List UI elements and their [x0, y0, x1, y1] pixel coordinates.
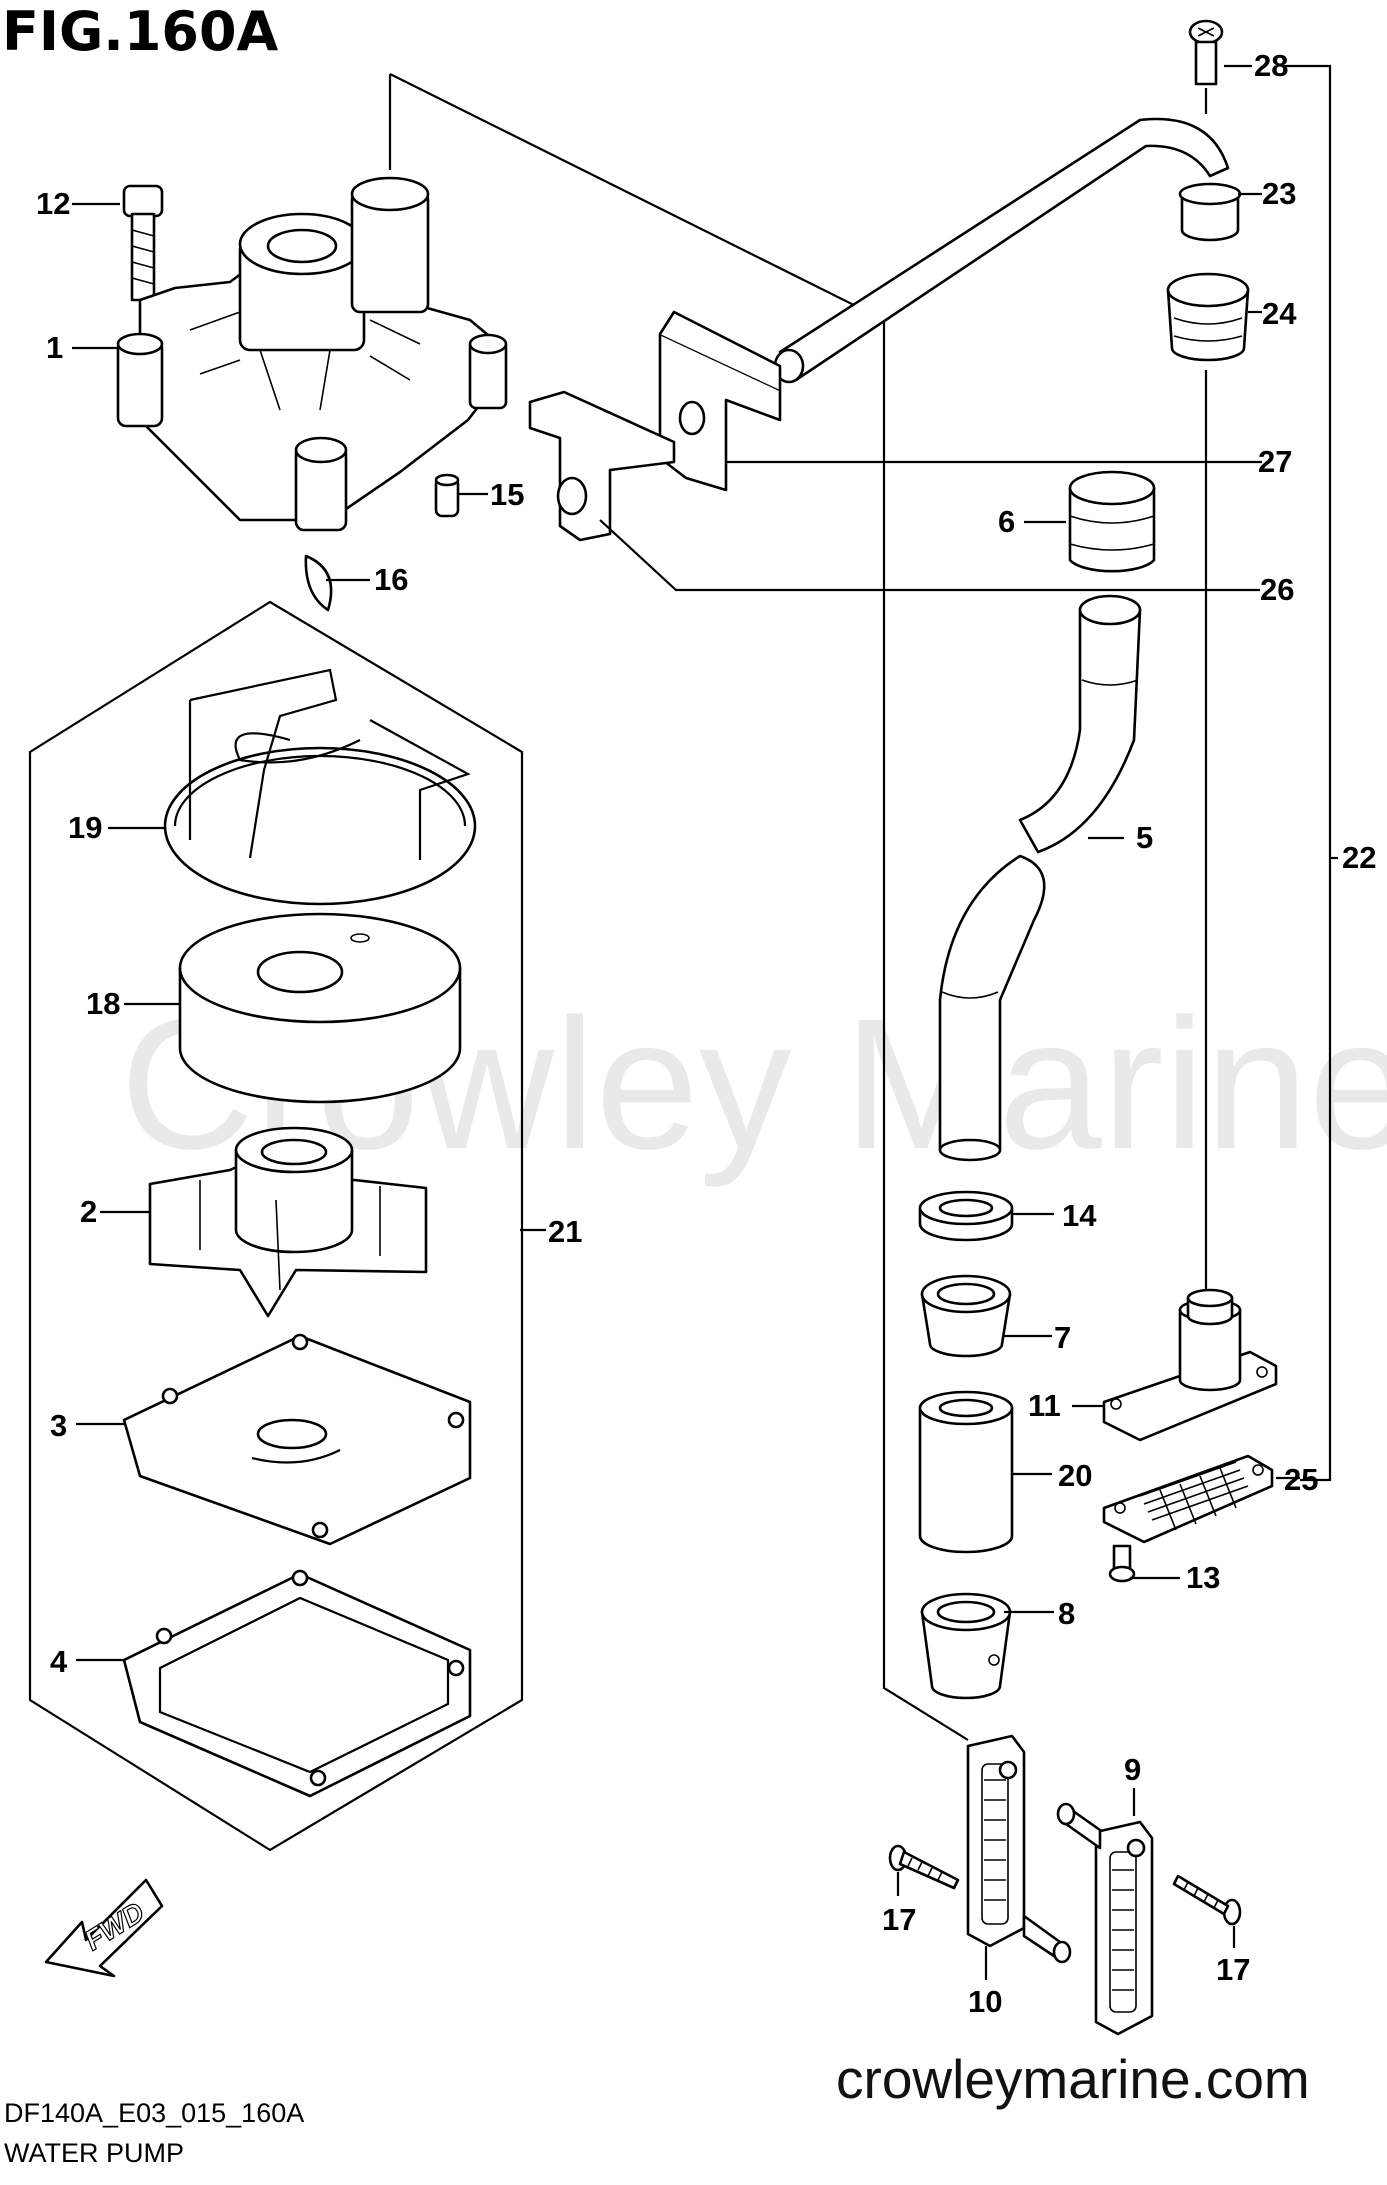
callout-13: 13 [1186, 1560, 1220, 1595]
callout-19: 19 [68, 810, 102, 845]
part-25-filter [1102, 1454, 1274, 1544]
callout-17-right: 17 [1216, 1952, 1250, 1987]
callout-22: 22 [1342, 840, 1376, 875]
footer-model-code: DF140A_E03_015_160A [4, 2098, 304, 2128]
part-28-screw [1188, 19, 1224, 86]
part-12-bolt [122, 184, 164, 302]
callout-5: 5 [1136, 820, 1153, 855]
callout-8: 8 [1058, 1596, 1075, 1631]
part-13-screw [1108, 1544, 1136, 1583]
part-5-hose [938, 594, 1142, 1162]
part-3-wear-plate [122, 1333, 472, 1546]
callout-9: 9 [1124, 1752, 1141, 1787]
callout-17-left: 17 [882, 1902, 916, 1937]
part-20-sleeve [918, 1390, 1014, 1554]
callout-28: 28 [1254, 48, 1288, 83]
callout-leader-lines [72, 64, 1300, 1980]
part-24-grommet [1166, 272, 1250, 362]
part-19-liner [163, 668, 477, 906]
callout-18: 18 [86, 986, 120, 1021]
part-22-water-pipe [773, 117, 1230, 384]
fwd-direction-arrow: FWD [44, 1878, 164, 1978]
callout-12: 12 [36, 186, 70, 221]
part-23-grommet [1178, 182, 1242, 242]
part-4-gasket [122, 1569, 472, 1798]
part-15-pin [434, 473, 460, 518]
pump-outlet-tube [350, 176, 430, 314]
callout-23: 23 [1262, 176, 1296, 211]
callout-15: 15 [490, 477, 524, 512]
callout-26: 26 [1260, 572, 1294, 607]
kit-21-group-outline [28, 600, 524, 1852]
part-16-key [304, 554, 333, 612]
part-27-bracket-plate [658, 310, 782, 492]
callout-1: 1 [46, 330, 63, 365]
part-9-holder [1056, 1802, 1154, 2036]
footer-section-name: WATER PUMP [4, 2138, 184, 2168]
callout-21: 21 [548, 1214, 582, 1249]
part-14-seal [918, 1190, 1014, 1242]
callout-10: 10 [968, 1984, 1002, 2019]
assembly-22-bracket [1282, 64, 1332, 1482]
part-11-holder [1102, 1288, 1278, 1442]
part-26-clamp [528, 390, 676, 542]
part-18-impeller-housing [178, 912, 462, 1104]
figure-title: FIG.160A [2, 0, 279, 63]
callout-24: 24 [1262, 296, 1297, 331]
callout-7: 7 [1054, 1320, 1071, 1355]
assembly-22-top-outline [389, 73, 969, 1741]
callout-14: 14 [1062, 1198, 1097, 1233]
part-10-holder [966, 1734, 1072, 1964]
callout-20: 20 [1058, 1458, 1092, 1493]
callout-2: 2 [80, 1194, 97, 1229]
callout-6: 6 [998, 504, 1015, 539]
callout-27: 27 [1258, 444, 1292, 479]
callout-4: 4 [50, 1644, 68, 1679]
part-8-bushing [920, 1592, 1012, 1700]
part-17-screw-right [1172, 1874, 1242, 1926]
callout-16: 16 [374, 562, 408, 597]
part-6-grommet [1068, 470, 1156, 573]
part-17-screw-left [888, 1844, 960, 1890]
callout-25: 25 [1284, 1462, 1318, 1497]
part-2-impeller [148, 1126, 428, 1318]
callout-11: 11 [1028, 1388, 1061, 1423]
part-1-pump-case [116, 212, 508, 532]
website-url: crowleymarine.com [836, 2048, 1310, 2110]
part-7-bushing [920, 1274, 1012, 1358]
callout-3: 3 [50, 1408, 67, 1443]
